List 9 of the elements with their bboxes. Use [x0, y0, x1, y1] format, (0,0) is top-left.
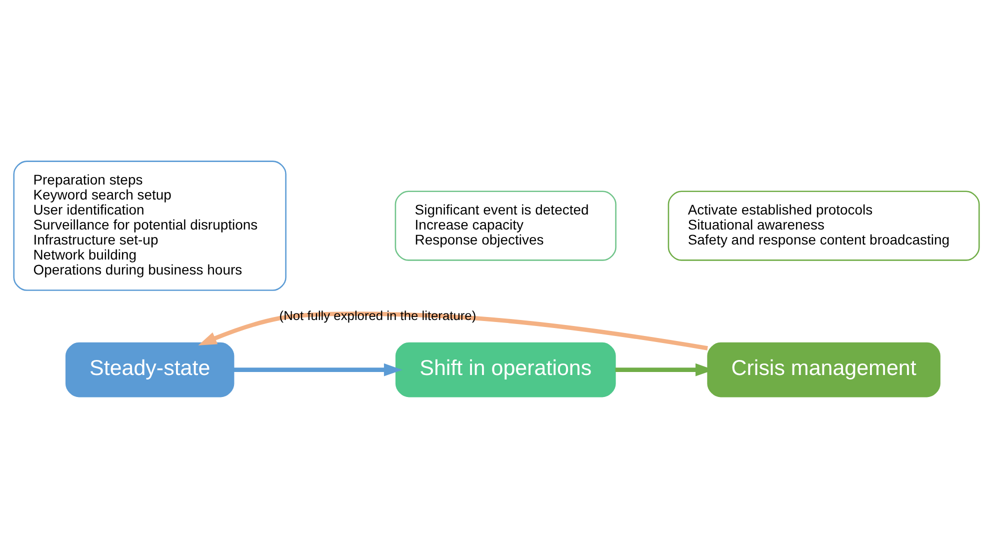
- node-box: Significant event is detected Increase capacity Response objectives: [394, 190, 616, 261]
- node-box: Preparation steps Keyword search setup User identification Surveillance for potential disruptions Infrastructure set-up Network building Operations during business hours: [13, 160, 286, 291]
- node-box: Activate established protocols Situational awareness Safety and response content broadcasting: [668, 190, 980, 261]
- node-box: Shift in operations: [395, 342, 616, 398]
- node-box: Crisis management: [707, 342, 940, 398]
- arrow: [198, 312, 708, 350]
- arrow: [234, 363, 402, 376]
- edge-label: (Not fully explored in the literature): [279, 308, 476, 323]
- node-box: Steady-state: [65, 342, 234, 398]
